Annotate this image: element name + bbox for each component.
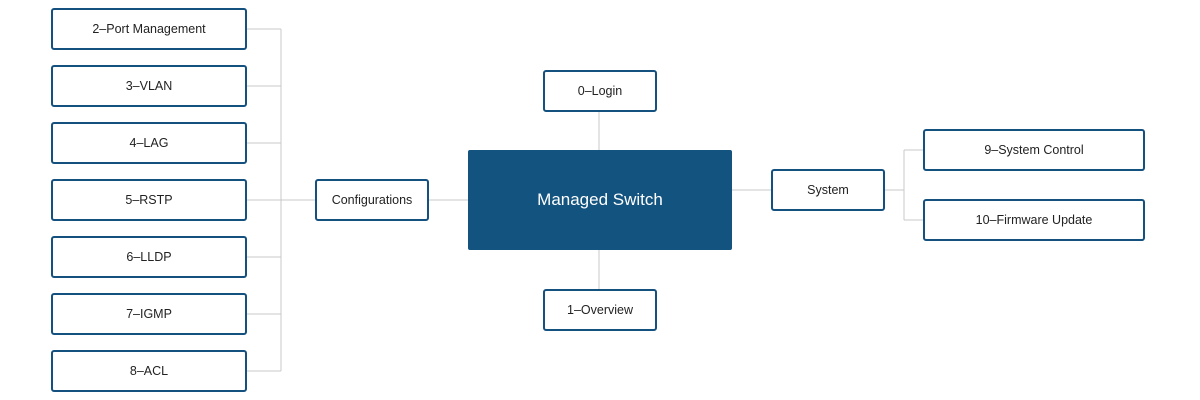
- node-firmware-update[interactable]: 10–Firmware Update: [923, 199, 1145, 241]
- node-configurations[interactable]: Configurations: [315, 179, 429, 221]
- node-igmp[interactable]: 7–IGMP: [51, 293, 247, 335]
- node-login[interactable]: 0–Login: [543, 70, 657, 112]
- node-vlan[interactable]: 3–VLAN: [51, 65, 247, 107]
- node-lag[interactable]: 4–LAG: [51, 122, 247, 164]
- node-rstp[interactable]: 5–RSTP: [51, 179, 247, 221]
- root-node-managed-switch[interactable]: Managed Switch: [468, 150, 732, 250]
- node-acl[interactable]: 8–ACL: [51, 350, 247, 392]
- node-system-control[interactable]: 9–System Control: [923, 129, 1145, 171]
- node-port-management[interactable]: 2–Port Management: [51, 8, 247, 50]
- node-overview[interactable]: 1–Overview: [543, 289, 657, 331]
- node-system[interactable]: System: [771, 169, 885, 211]
- node-lldp[interactable]: 6–LLDP: [51, 236, 247, 278]
